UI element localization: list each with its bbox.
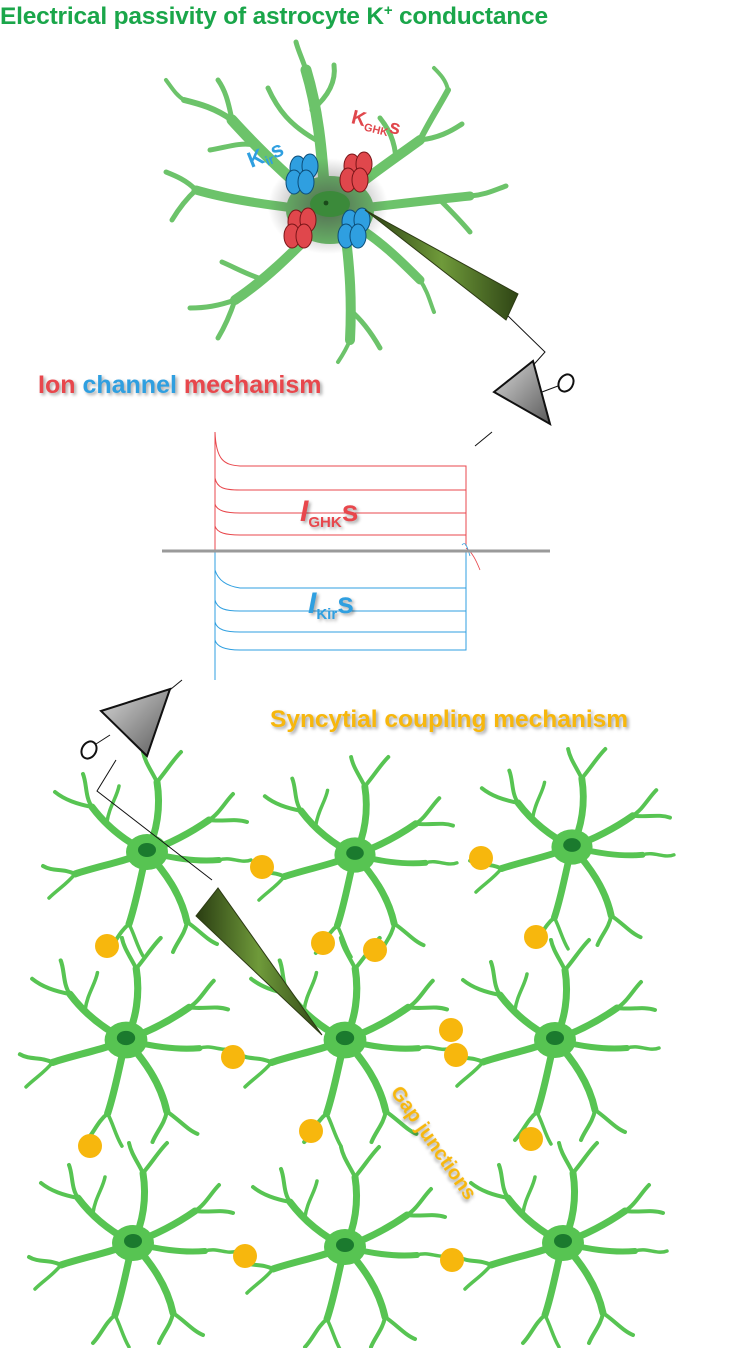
network-astrocyte: [29, 1143, 237, 1347]
gap-junction: [519, 1127, 543, 1151]
amplifier-triangle-bottom: [99, 687, 172, 758]
amplifier-triangle-top: [492, 359, 552, 427]
title-main: Electrical passivity of astrocyte K: [0, 3, 384, 30]
patched-astrocyte: [163, 39, 509, 364]
gap-junction: [250, 855, 274, 879]
top-recording-electrode: [364, 209, 575, 447]
kir-channel-cluster-lower: [337, 207, 371, 249]
gap-junction: [440, 1248, 464, 1272]
gap-junction: [311, 931, 335, 955]
gap-junction: [233, 1244, 257, 1268]
ion-word: Ion: [38, 371, 76, 399]
bottom-recording-electrode: [80, 679, 323, 1036]
ion-channel-mechanism-heading: Ion channel mechanism: [38, 371, 321, 399]
ghk-channel-label-base: K: [349, 106, 369, 131]
network-astrocyte: [20, 938, 232, 1146]
network-astrocyte: [470, 749, 674, 949]
kir-current-label: IKirs: [308, 587, 354, 623]
kir-channel-cluster-upper: [285, 153, 319, 195]
gap-junction: [363, 938, 387, 962]
gap-junction: [439, 1018, 463, 1042]
ghk-channel-cluster-lower: [283, 207, 317, 249]
gap-junction: [469, 846, 493, 870]
ghk-channel-label: KGHKs: [349, 106, 403, 141]
title-rest: conductance: [392, 3, 548, 30]
network-astrocyte: [253, 757, 457, 957]
ghk-current-label: IGHKs: [300, 495, 358, 531]
syncytial-coupling-heading: Syncytial coupling mechanism: [270, 706, 628, 733]
gap-junction: [221, 1045, 245, 1069]
current-traces: [162, 431, 550, 680]
gap-junction: [95, 934, 119, 958]
gap-junction: [444, 1043, 468, 1067]
ghk-channel-label-sub: GHK: [363, 122, 390, 140]
network-astrocyte: [241, 1147, 449, 1348]
astrocyte-network: [20, 749, 674, 1348]
ghk-current-label-base: I: [300, 495, 309, 528]
kir-current-label-suffix: s: [337, 587, 354, 620]
title-superscript: +: [383, 2, 393, 19]
network-astrocyte: [451, 940, 659, 1144]
gap-junction: [524, 925, 548, 949]
channel-word: channel: [82, 371, 176, 399]
gap-junctions-label: Gap junctions: [386, 1082, 481, 1204]
kir-current-label-base: I: [308, 587, 317, 620]
kir-current-label-sub: Kir: [316, 606, 337, 623]
mechanism-word: mechanism: [184, 371, 322, 399]
inward-kir-traces: [214, 543, 471, 680]
ghk-current-label-suffix: s: [342, 495, 359, 528]
figure-title: Electrical passivity of astrocyte K+ con…: [0, 0, 733, 34]
ghk-channel-label-suffix: s: [387, 116, 403, 140]
gap-junction: [78, 1134, 102, 1158]
network-astrocyte: [459, 1143, 667, 1347]
gap-junction: [299, 1119, 323, 1143]
gap-junctions: [78, 846, 548, 1272]
ghk-current-label-sub: GHK: [308, 514, 342, 531]
ghk-channel-cluster-upper: [339, 151, 373, 193]
outward-ghk-traces: [214, 431, 481, 571]
